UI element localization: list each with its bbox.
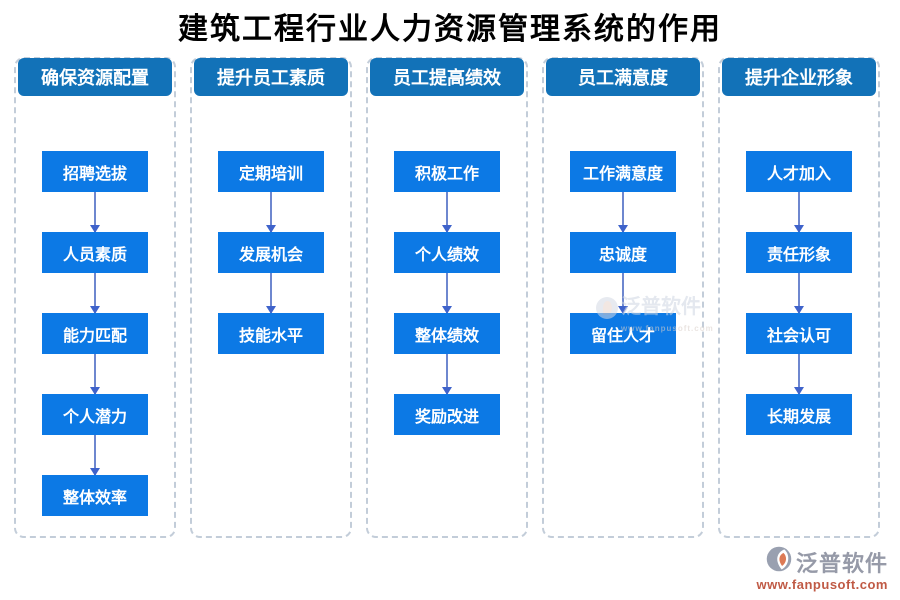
fanpu-logo: 泛普软件 www.fanpusoft.com: [756, 545, 888, 592]
flow-node: 能力匹配: [42, 313, 148, 354]
down-arrow-icon: [794, 354, 804, 395]
down-arrow-icon: [794, 273, 804, 314]
flow-node: 发展机会: [218, 232, 324, 273]
flow-columns: 确保资源配置招聘选拔人员素质能力匹配个人潜力整体效率提升员工素质定期培训发展机会…: [14, 57, 880, 538]
down-arrow-icon: [442, 354, 452, 395]
down-arrow-icon: [90, 273, 100, 314]
flow-node: 个人潜力: [42, 394, 148, 435]
column-header: 员工满意度: [546, 58, 700, 96]
down-arrow-icon: [266, 273, 276, 314]
flow-column-5: 提升企业形象人才加入责任形象社会认可长期发展: [718, 57, 880, 538]
flow-node: 长期发展: [746, 394, 852, 435]
down-arrow-icon: [90, 354, 100, 395]
down-arrow-icon: [90, 192, 100, 233]
fanpu-logo-icon: [765, 545, 793, 578]
down-arrow-icon: [90, 435, 100, 476]
flow-node: 人员素质: [42, 232, 148, 273]
down-arrow-icon: [794, 192, 804, 233]
flow-node: 留住人才: [570, 313, 676, 354]
down-arrow-icon: [618, 273, 628, 314]
flow-column-1: 确保资源配置招聘选拔人员素质能力匹配个人潜力整体效率: [14, 57, 176, 538]
flow-node: 招聘选拔: [42, 151, 148, 192]
down-arrow-icon: [442, 273, 452, 314]
flow-node: 责任形象: [746, 232, 852, 273]
down-arrow-icon: [618, 192, 628, 233]
column-header: 提升企业形象: [722, 58, 876, 96]
flow-node: 定期培训: [218, 151, 324, 192]
flow-column-3: 员工提高绩效积极工作个人绩效整体绩效奖励改进: [366, 57, 528, 538]
flow-column-2: 提升员工素质定期培训发展机会技能水平: [190, 57, 352, 538]
flow-node: 积极工作: [394, 151, 500, 192]
down-arrow-icon: [266, 192, 276, 233]
logo-name: 泛普软件: [795, 550, 888, 576]
flow-node: 社会认可: [746, 313, 852, 354]
down-arrow-icon: [442, 192, 452, 233]
column-header: 确保资源配置: [18, 58, 172, 96]
flow-node: 技能水平: [218, 313, 324, 354]
column-header: 提升员工素质: [194, 58, 348, 96]
page-title: 建筑工程行业人力资源管理系统的作用: [178, 12, 722, 47]
flow-node: 奖励改进: [394, 394, 500, 435]
flow-node: 工作满意度: [570, 151, 676, 192]
logo-url: www.fanpusoft.com: [756, 577, 888, 592]
column-header: 员工提高绩效: [370, 58, 524, 96]
flow-node: 人才加入: [746, 151, 852, 192]
flow-node: 忠诚度: [570, 232, 676, 273]
flow-node: 整体效率: [42, 475, 148, 516]
flow-column-4: 员工满意度工作满意度忠诚度留住人才: [542, 57, 704, 538]
flow-node: 个人绩效: [394, 232, 500, 273]
flow-node: 整体绩效: [394, 313, 500, 354]
